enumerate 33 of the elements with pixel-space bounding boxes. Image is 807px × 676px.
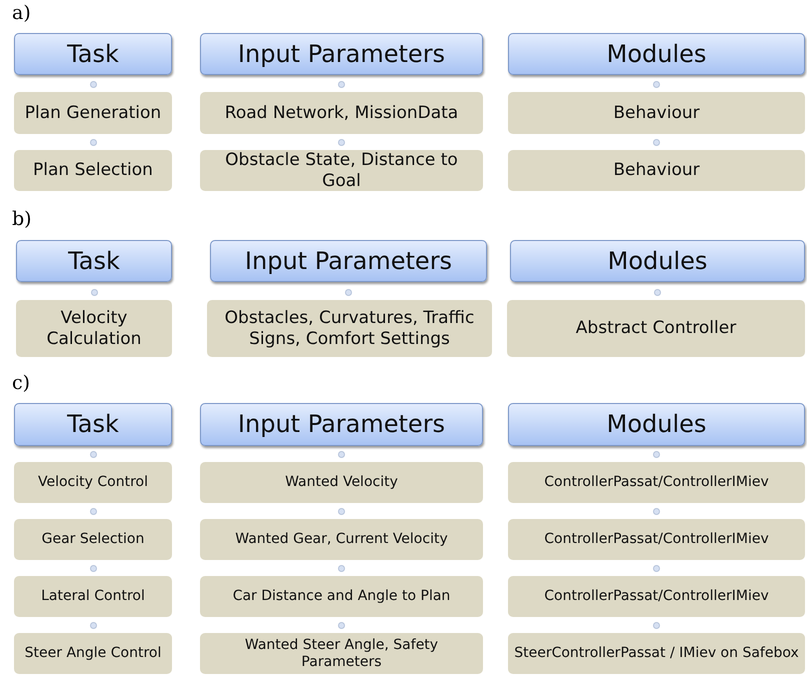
item-box: Plan Selection — [14, 150, 172, 191]
item-box: Gear Selection — [14, 519, 172, 560]
item-box: Car Distance and Angle to Plan — [200, 576, 483, 617]
panel-label: c) — [12, 372, 30, 394]
panel-label: b) — [12, 208, 32, 230]
item-box: SteerControllerPassat / IMiev on Safebox — [508, 633, 805, 674]
item-box: Wanted Gear, Current Velocity — [200, 519, 483, 560]
column-header: Task — [14, 403, 172, 446]
item-box: Wanted Velocity — [200, 462, 483, 503]
panel-label: a) — [12, 2, 31, 24]
item-box: Wanted Steer Angle, Safety Parameters — [200, 633, 483, 674]
column-header: Input Parameters — [210, 240, 487, 282]
item-box: Steer Angle Control — [14, 633, 172, 674]
item-box: Behaviour — [508, 150, 805, 191]
item-box: Velocity Control — [14, 462, 172, 503]
item-box: Road Network, MissionData — [200, 92, 483, 134]
item-box: Lateral Control — [14, 576, 172, 617]
item-box: Obstacles, Curvatures, Traffic Signs, Comfort Settings — [207, 300, 492, 357]
item-box: Obstacle State, Distance to Goal — [200, 150, 483, 191]
column-header: Task — [14, 33, 172, 75]
item-box: ControllerPassat/ControllerIMiev — [508, 576, 805, 617]
column-header: Input Parameters — [200, 33, 483, 75]
column-header: Task — [16, 240, 172, 282]
column-header: Input Parameters — [200, 403, 483, 446]
item-box: Abstract Controller — [507, 300, 805, 357]
column-header: Modules — [508, 403, 805, 446]
item-box: ControllerPassat/ControllerIMiev — [508, 519, 805, 560]
item-box: Plan Generation — [14, 92, 172, 134]
column-header: Modules — [510, 240, 805, 282]
item-box: Velocity Calculation — [16, 300, 172, 357]
item-box: Behaviour — [508, 92, 805, 134]
column-header: Modules — [508, 33, 805, 75]
item-box: ControllerPassat/ControllerIMiev — [508, 462, 805, 503]
